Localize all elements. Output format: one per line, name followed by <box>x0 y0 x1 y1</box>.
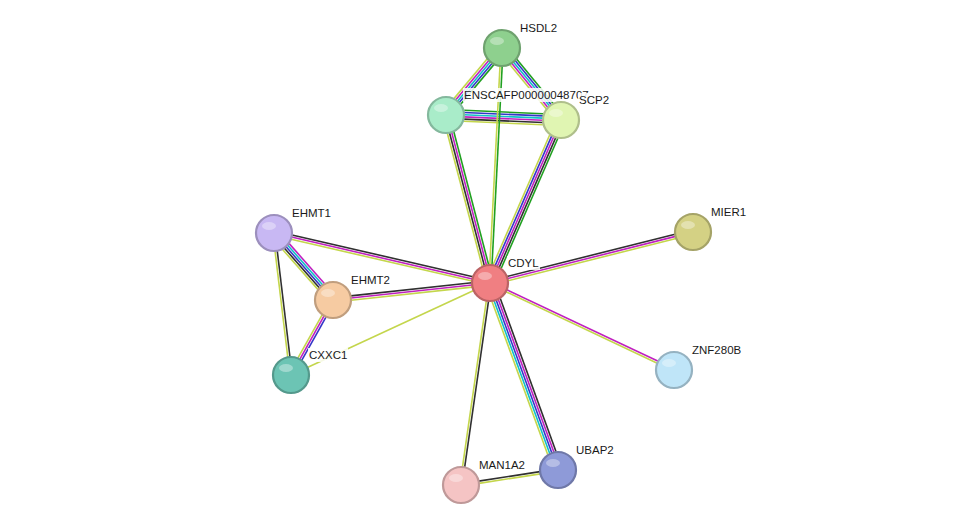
protein-label: SCP2 <box>578 93 610 107</box>
evidence-line <box>501 138 558 268</box>
node-circle <box>482 28 522 68</box>
node-circle <box>538 450 578 490</box>
node-highlight <box>449 474 463 482</box>
node-fill <box>273 357 309 393</box>
protein-label: MIER1 <box>710 205 747 219</box>
evidence-line <box>494 301 550 454</box>
node-fill <box>472 265 508 301</box>
protein-node: HSDL2 <box>484 30 520 66</box>
protein-node: SCP2 <box>543 102 579 138</box>
node-circle <box>441 465 481 505</box>
node-circle <box>673 212 713 252</box>
node-fill <box>428 97 464 133</box>
protein-node: CXXC1 <box>273 357 309 393</box>
node-highlight <box>478 272 492 280</box>
node-highlight <box>279 364 293 372</box>
protein-label: MAN1A2 <box>478 458 526 472</box>
node-highlight <box>262 222 276 230</box>
interaction-edge <box>479 472 541 484</box>
protein-node: MIER1 <box>675 214 711 250</box>
evidence-line <box>275 251 288 357</box>
interaction-edge <box>507 234 676 280</box>
protein-label: CXXC1 <box>308 348 348 362</box>
interaction-edge <box>283 244 325 290</box>
evidence-line <box>497 137 554 267</box>
evidence-line <box>496 300 552 453</box>
evidence-line <box>292 235 473 277</box>
interaction-edge <box>462 301 488 468</box>
evidence-line <box>464 121 543 124</box>
protein-node: CDYL <box>472 265 508 301</box>
evidence-line <box>495 136 552 266</box>
interaction-edge <box>506 290 658 364</box>
node-fill <box>543 102 579 138</box>
evidence-line <box>510 65 546 109</box>
evidence-line <box>506 292 657 364</box>
evidence-line <box>447 133 482 266</box>
node-highlight <box>434 104 448 112</box>
node-fill <box>315 282 351 318</box>
protein-node: EHMT1 <box>256 215 292 251</box>
protein-label: ENSCAFP00000048707 <box>463 88 590 102</box>
protein-label: HSDL2 <box>519 21 558 35</box>
node-circle <box>470 263 510 303</box>
node-highlight <box>490 37 504 45</box>
node-circle <box>313 280 353 320</box>
evidence-line <box>500 298 556 451</box>
node-highlight <box>546 459 560 467</box>
evidence-line <box>449 133 484 266</box>
evidence-line <box>283 249 318 289</box>
protein-node: EHMT2 <box>315 282 351 318</box>
evidence-line <box>479 472 540 481</box>
protein-label: EHMT1 <box>291 206 332 220</box>
interaction-edge <box>275 251 290 358</box>
node-highlight <box>681 221 695 229</box>
evidence-line <box>277 251 290 357</box>
evidence-line <box>465 301 489 467</box>
evidence-line <box>493 135 550 265</box>
node-highlight <box>549 109 563 117</box>
node-highlight <box>321 289 335 297</box>
node-fill <box>443 467 479 503</box>
interaction-edge <box>447 132 488 267</box>
evidence-line <box>498 299 554 452</box>
protein-node: MAN1A2 <box>443 467 479 503</box>
node-circle <box>654 350 694 390</box>
evidence-line <box>492 301 548 454</box>
node-fill <box>256 215 292 251</box>
evidence-line <box>454 132 489 265</box>
interaction-edge <box>492 298 556 454</box>
node-fill <box>484 30 520 66</box>
evidence-line <box>479 474 540 483</box>
evidence-line <box>284 248 319 288</box>
evidence-line <box>286 247 321 287</box>
node-circle <box>254 213 294 253</box>
node-circle <box>271 355 311 395</box>
node-circle <box>541 100 581 140</box>
node-fill <box>540 452 576 488</box>
evidence-line <box>499 137 556 267</box>
evidence-line <box>288 245 323 285</box>
protein-node: ENSCAFP00000048707 <box>428 97 464 133</box>
node-fill <box>675 214 711 250</box>
evidence-line <box>462 301 486 467</box>
evidence-line <box>507 236 675 278</box>
evidence-line <box>351 287 472 300</box>
node-highlight <box>662 359 676 367</box>
evidence-line <box>508 239 676 281</box>
protein-label: CDYL <box>507 256 540 270</box>
interaction-edge <box>464 110 544 124</box>
protein-label: EHMT2 <box>350 273 391 287</box>
protein-node: UBAP2 <box>540 452 576 488</box>
evidence-line <box>452 132 487 265</box>
node-circle <box>426 95 466 135</box>
interaction-edge <box>493 135 558 269</box>
node-fill <box>656 352 692 388</box>
protein-node: ZNF280B <box>656 352 692 388</box>
protein-label: UBAP2 <box>575 443 615 457</box>
protein-label: ZNF280B <box>691 343 742 357</box>
evidence-line <box>507 290 658 362</box>
evidence-line <box>507 234 675 276</box>
